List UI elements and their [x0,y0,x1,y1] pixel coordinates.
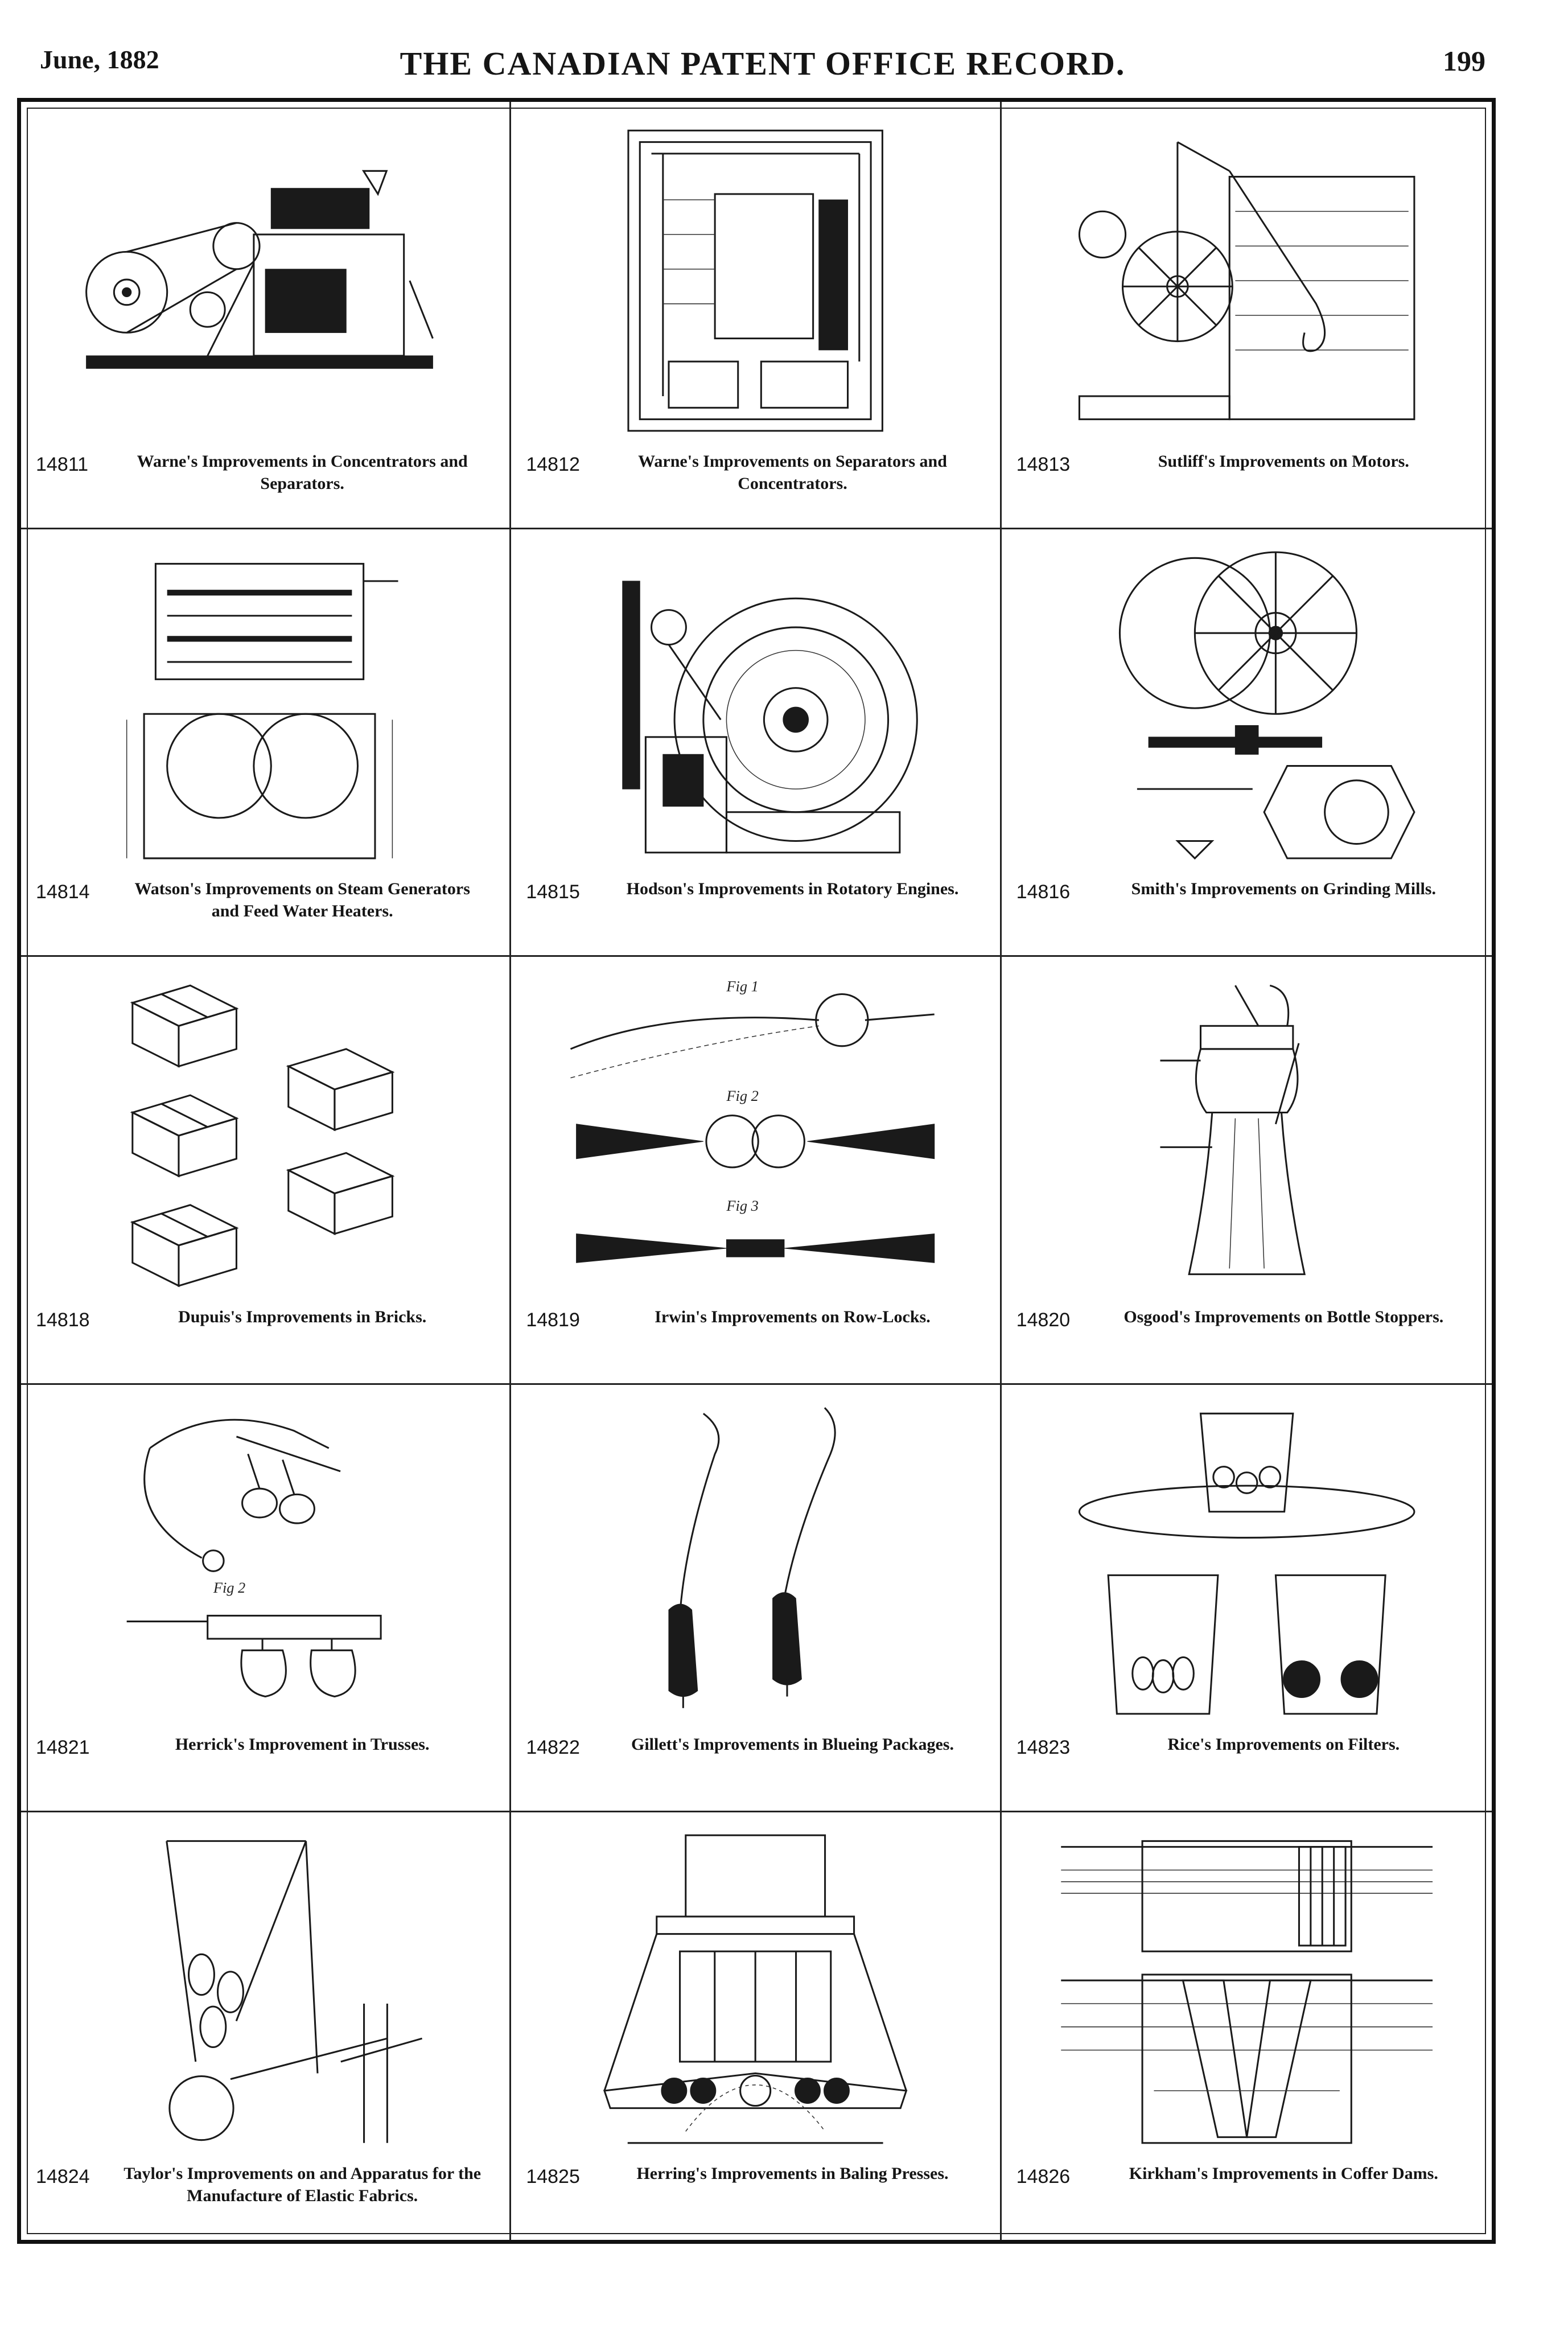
patent-number: 14811 [36,454,89,476]
patent-drawing [1030,974,1463,1297]
patent-cell: 14825 Herring's Improvements in Baling P… [511,1812,1002,2240]
patent-caption: 14821 Herrick's Improvement in Trusses. [36,1729,495,1791]
patent-number: 14822 [526,1736,580,1758]
patent-caption: 14825 Herring's Improvements in Baling P… [526,2158,985,2220]
figure-label: Fig 2 [213,1578,245,1596]
patent-caption: 14824 Taylor's Improvements on and Appar… [36,2158,495,2220]
patent-title: Kirkham's Improvements in Coffer Dams. [1129,2164,1438,2183]
patent-drawing [50,119,481,442]
patent-number: 14823 [1016,1736,1071,1758]
patent-caption: 14826 Kirkham's Improvements in Coffer D… [1016,2158,1477,2220]
patent-caption: 14811 Warne's Improvements in Concentrat… [36,446,495,508]
patent-drawing [50,546,481,870]
patent-drawing [1030,1402,1463,1725]
patent-number: 14815 [526,881,580,903]
patent-number: 14818 [36,1309,90,1331]
patent-cell: 14826 Kirkham's Improvements in Coffer D… [1002,1812,1492,2240]
patent-title: Herring's Improvements in Baling Presses… [636,2164,949,2183]
patent-title: Herrick's Improvement in Trusses. [175,1734,430,1754]
patent-caption: 14816 Smith's Improvements on Grinding M… [1016,873,1477,936]
figure-label: Fig 2 [726,1088,759,1105]
issue-date: June, 1882 [40,45,159,74]
patent-cell: 14822 Gillett's Improvements in Blueing … [511,1384,1002,1812]
patent-drawing [1030,119,1463,442]
patent-cell: 14816 Smith's Improvements on Grinding M… [1001,529,1492,957]
patent-drawing: Fig 1 Fig 2 Fig 3 [540,974,971,1297]
patent-number: 14821 [36,1736,90,1758]
patent-drawing [540,1402,971,1725]
patent-cell: 14811 Warne's Improvements in Concentrat… [21,102,512,530]
publication-title: THE CANADIAN PATENT OFFICE RECORD. [400,45,1126,82]
patent-title: Watson's Improvements on Steam Generator… [134,879,470,921]
patent-drawing: Fig 2 [50,1402,481,1725]
patent-number: 14825 [526,2166,580,2187]
patent-number: 14826 [1016,2166,1071,2187]
patent-cell: 14812 Warne's Improvements on Separators… [511,102,1002,530]
patent-cell: 14814 Watson's Improvements on Steam Gen… [21,529,512,957]
patent-title: Hodson's Improvements in Rotatory Engine… [626,879,959,899]
patent-cell: Fig 2 14821 Herrick's Improvement in Tru… [21,1384,512,1812]
patent-cell: 14813 Sutliff's Improvements on Motors. [1001,102,1492,530]
patent-title: Gillett's Improvements in Blueing Packag… [631,1734,954,1754]
patent-drawing [540,119,971,442]
patent-caption: 14815 Hodson's Improvements in Rotatory … [526,873,985,936]
patent-drawing [1030,1829,1463,2154]
page-header: June, 1882 THE CANADIAN PATENT OFFICE RE… [40,44,1485,96]
patent-cell: Fig 1 Fig 2 Fig 3 14819 [511,957,1002,1385]
patent-title: Warne's Improvements in Concentrators an… [137,452,468,494]
patent-drawing [540,546,971,870]
patent-grid: 14811 Warne's Improvements in Concentrat… [21,102,1492,2240]
patent-cell: 14824 Taylor's Improvements on and Appar… [21,1812,512,2240]
patent-title: Warne's Improvements on Separators and C… [638,452,947,494]
patent-drawing [540,1829,971,2154]
patent-number: 14813 [1016,454,1071,476]
figure-label: Fig 3 [726,1197,759,1214]
patent-title: Taylor's Improvements on and Apparatus f… [124,2164,481,2205]
patent-title: Rice's Improvements on Filters. [1167,1734,1400,1754]
patent-drawing [1030,546,1463,870]
patent-title: Irwin's Improvements on Row-Locks. [655,1307,931,1326]
patent-title: Sutliff's Improvements on Motors. [1158,452,1409,471]
patent-drawings-frame: 14811 Warne's Improvements in Concentrat… [17,98,1496,2244]
page-number: 199 [1443,45,1485,77]
patent-caption: 14819 Irwin's Improvements on Row-Locks. [526,1301,985,1364]
patent-number: 14816 [1016,881,1071,903]
patent-number: 14820 [1016,1309,1071,1331]
patent-number: 14814 [36,881,90,903]
patent-number: 14819 [526,1309,580,1331]
patent-drawing [50,974,481,1297]
patent-number: 14812 [526,454,580,476]
inner-rule [27,108,1486,2234]
patent-caption: 14822 Gillett's Improvements in Blueing … [526,1729,985,1791]
patent-caption: 14812 Warne's Improvements on Separators… [526,446,985,508]
patent-caption: 14823 Rice's Improvements on Filters. [1016,1729,1477,1791]
figure-label: Fig 1 [726,978,759,995]
patent-caption: 14814 Watson's Improvements on Steam Gen… [36,873,495,936]
patent-cell: 14818 Dupuis's Improvements in Bricks. [21,957,512,1385]
patent-caption: 14818 Dupuis's Improvements in Bricks. [36,1301,495,1364]
patent-cell: 14820 Osgood's Improvements on Bottle St… [1001,957,1492,1385]
patent-drawing [50,1829,481,2154]
patent-title: Dupuis's Improvements in Bricks. [178,1307,427,1326]
patent-number: 14824 [36,2166,90,2187]
patent-caption: 14820 Osgood's Improvements on Bottle St… [1016,1301,1477,1364]
patent-title: Smith's Improvements on Grinding Mills. [1131,879,1436,899]
patent-cell: 14815 Hodson's Improvements in Rotatory … [511,529,1002,957]
patent-title: Osgood's Improvements on Bottle Stoppers… [1123,1307,1444,1326]
patent-caption: 14813 Sutliff's Improvements on Motors. [1016,446,1477,508]
patent-cell: 14823 Rice's Improvements on Filters. [1001,1385,1492,1812]
